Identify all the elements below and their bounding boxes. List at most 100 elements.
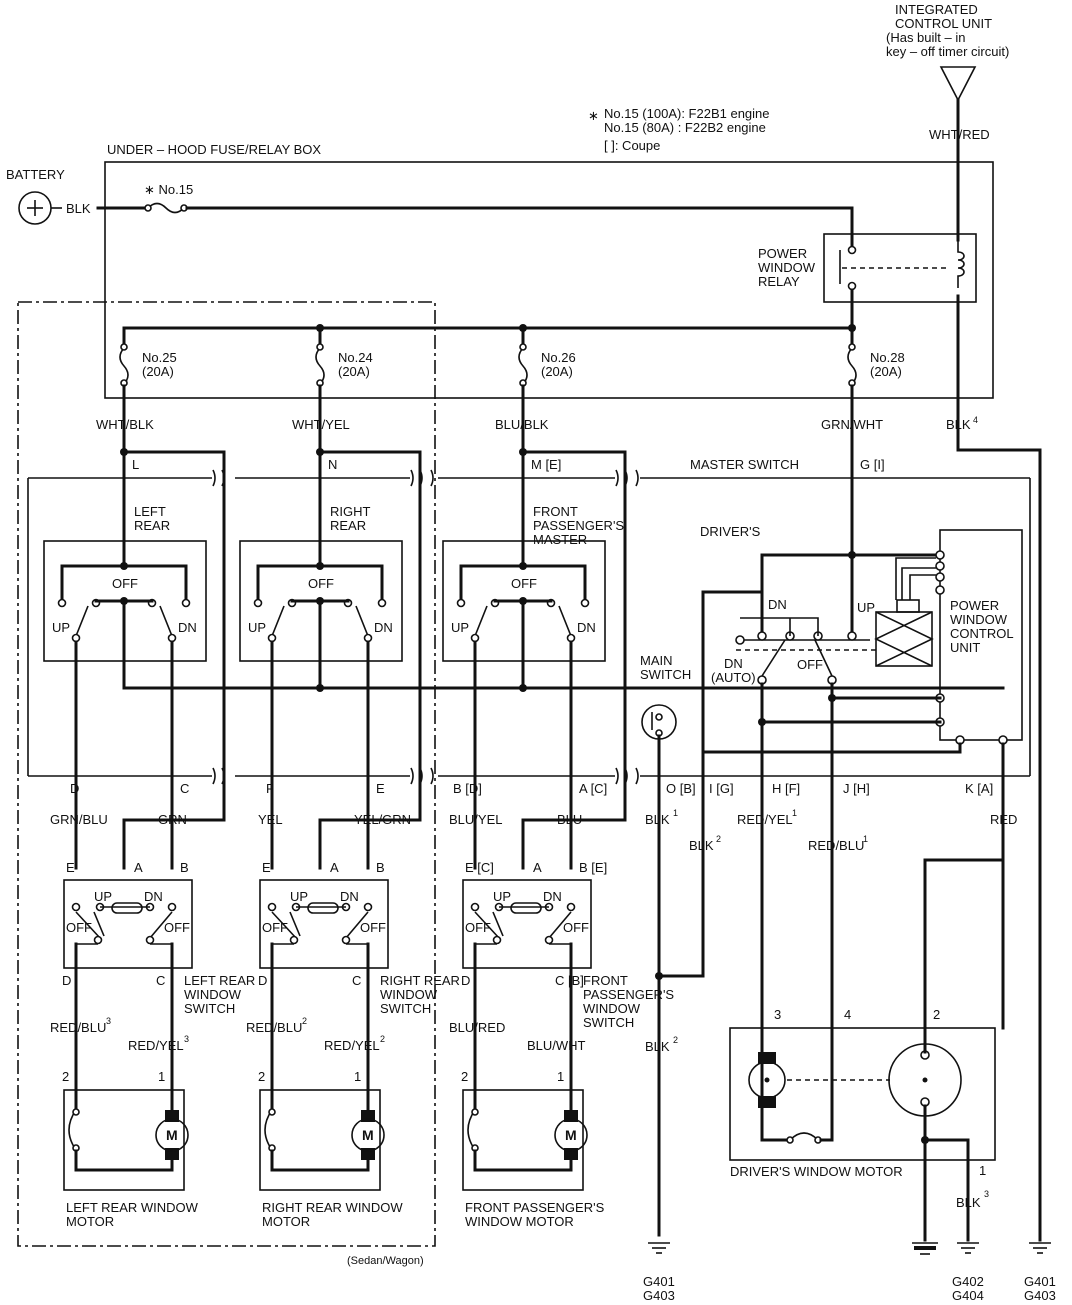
pin-o: O [B] [666, 781, 696, 796]
fuse-rating: (20A) [541, 364, 573, 379]
fuse-3: No.28(20A) [847, 326, 905, 400]
main-fuse-icon [147, 202, 185, 214]
icu-note-2: key – off timer circuit) [886, 44, 1009, 59]
sw-off: OFF [112, 576, 138, 591]
ground-g401-b: G401 [1024, 1274, 1056, 1289]
ground-g402: G402 [952, 1274, 984, 1289]
motor-wire-right-sup: 2 [380, 1034, 385, 1044]
relay-label-2: WINDOW [758, 260, 816, 275]
motor-breaker-icon [467, 1109, 476, 1151]
fuse-icon [315, 347, 325, 385]
main-switch-label-2: SWITCH [640, 667, 691, 682]
ground-g401-a: G401 [643, 1274, 675, 1289]
motor-gnd-wire: BLK [956, 1195, 981, 1210]
sw-dn: DN [178, 620, 197, 635]
pin-right: E [376, 781, 385, 796]
battery-wire-label: BLK [66, 201, 91, 216]
battery-label: BATTERY [6, 167, 65, 182]
wire-left: GRN/BLU [50, 812, 108, 827]
door-switch-box [259, 879, 389, 969]
icu-title-2: CONTROL UNIT [895, 16, 992, 31]
door-switch-actuator-icon [111, 902, 143, 914]
break-mark-5 [635, 469, 639, 785]
door-pin-d: D [62, 973, 71, 988]
switch-blade-icon [271, 605, 285, 637]
grounds: G401 G403 G402 G404 G401 G403 [643, 1242, 1056, 1303]
master-pin-top: L [132, 457, 139, 472]
door-name-1: LEFT REAR [184, 973, 255, 988]
master-switch-label: MASTER SWITCH [690, 457, 799, 472]
svg-text:4: 4 [844, 1007, 851, 1022]
motor-wire-left-sup: 3 [106, 1016, 111, 1026]
door-pin-e: E [66, 860, 75, 875]
break-mark-2 [410, 469, 423, 785]
motor-breaker-icon [68, 1109, 77, 1151]
sw-up: UP [52, 620, 70, 635]
icu-ground-wire: BLK [946, 417, 971, 432]
door-switch-actuator-icon [307, 902, 339, 914]
wire-left: YEL [258, 812, 283, 827]
master-switch-frame: MASTER SWITCH G [I] [27, 450, 1031, 822]
motor-breaker-icon [264, 1109, 273, 1151]
pin-right: C [180, 781, 189, 796]
section-title-2: PASSENGER'S [533, 518, 624, 533]
door-name-3: SWITCH [184, 1001, 235, 1016]
ground-icon [957, 1242, 979, 1254]
fuse-rating: (20A) [338, 364, 370, 379]
switch-blade-icon [474, 605, 488, 637]
door-pin-d: D [258, 973, 267, 988]
engine-note: ∗ No.15 (100A): F22B1 engine No.15 (80A)… [588, 106, 770, 153]
switch-blade-icon [75, 605, 89, 637]
fuse-rating: (20A) [870, 364, 902, 379]
motor-wire-right: BLU/WHT [527, 1038, 586, 1053]
main-switch: MAIN SWITCH [640, 653, 691, 1237]
sw-off: OFF [511, 576, 537, 591]
door-name-2: WINDOW [380, 987, 438, 1002]
fuse-0: No.25(20A)WHT/BLK [96, 326, 177, 567]
drivers-dn-auto-2: (AUTO) [711, 670, 756, 685]
ground-icon [648, 1242, 670, 1254]
drivers-label: DRIVER'S [700, 524, 761, 539]
door-name-4: SWITCH [583, 1015, 634, 1030]
switch-blade-icon [355, 605, 369, 637]
door-pin-e: E [262, 860, 271, 875]
door-pin-a: A [330, 860, 339, 875]
door-off-right: OFF [563, 920, 589, 935]
sw-up: UP [248, 620, 266, 635]
pin-left: B [D] [453, 781, 482, 796]
motor-wire-right-sup: 3 [184, 1034, 189, 1044]
ground-g403-a: G403 [643, 1288, 675, 1303]
wire-i: BLK [689, 838, 714, 853]
door-pin-b: B [E] [579, 860, 607, 875]
under-hood-fuse-box: UNDER – HOOD FUSE/RELAY BOX ∗ No.15 POWE… [96, 142, 1042, 452]
svg-text:2: 2 [933, 1007, 940, 1022]
note-star: ∗ [588, 108, 599, 123]
solenoid-box [875, 611, 933, 667]
door-off-right: OFF [164, 920, 190, 935]
section-title-3: MASTER [533, 532, 587, 547]
pwcu-label-4: UNIT [950, 640, 980, 655]
main-fuse-label: ∗ No.15 [144, 182, 193, 197]
fuse-icon [518, 347, 528, 385]
door-up: UP [493, 889, 511, 904]
drivers-off: OFF [797, 657, 823, 672]
section-title-2: REAR [134, 518, 170, 533]
door-name-3: SWITCH [380, 1001, 431, 1016]
wire-k: RED [990, 812, 1017, 827]
door-name-1: RIGHT REAR [380, 973, 460, 988]
door-pin-c: C [156, 973, 165, 988]
note-line-3: [ ]: Coupe [604, 138, 660, 153]
motor-symbol: M [166, 1127, 178, 1143]
fuse-icon [847, 347, 857, 385]
door-pin-c: C [B] [555, 973, 584, 988]
door-pin-d: D [461, 973, 470, 988]
door-up: UP [94, 889, 112, 904]
motor-name-2: MOTOR [66, 1214, 114, 1229]
motor-pin-1: 1 [354, 1069, 361, 1084]
door-pin-e: E [C] [465, 860, 494, 875]
motor-pin-2: 2 [461, 1069, 468, 1084]
pin-k: K [A] [965, 781, 993, 796]
